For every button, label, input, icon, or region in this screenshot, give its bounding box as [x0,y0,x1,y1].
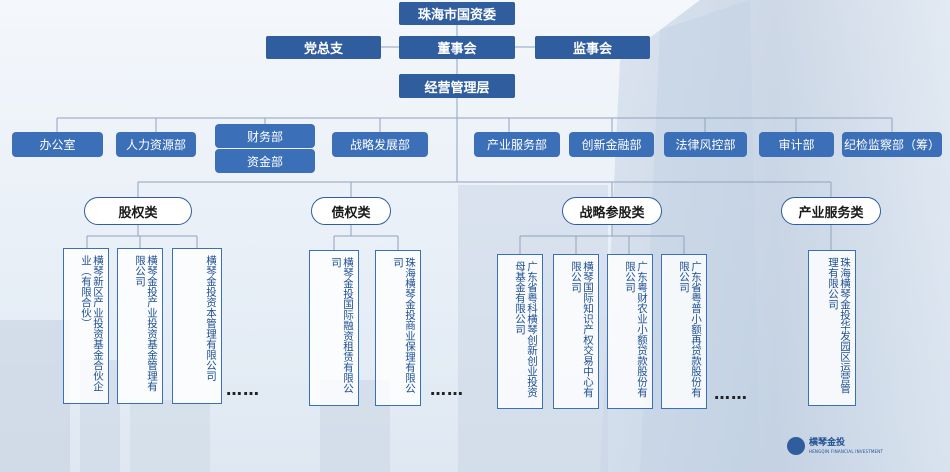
company-debt-1: 横琴金投国际融资租赁有限公司 [309,250,359,406]
sasac-box: 珠海市国资委 [399,2,515,25]
dept-audit: 审计部 [759,132,834,157]
category-industry-service: 产业服务类 [781,197,881,225]
dept-discipline: 纪检监察部（筹） [842,132,942,157]
company-strategic-4: 广东省粤普小额再贷款股份有限公司 [661,254,707,409]
company-industry-1: 珠海横琴金投华发园区运营管理有限公司 [808,250,856,406]
company-strategic-2: 横琴国际知识产权交易中心有限公司 [553,254,599,409]
company-strategic-3: 广东粤财农业小额贷款股份有限公司 [607,254,653,409]
party-branch-box: 党总支 [266,36,381,59]
logo-english: HENGQIN FINANCIAL INVESTMENT [809,448,884,454]
logo-emblem-icon [787,437,805,455]
dept-innovative-finance: 创新金融部 [569,132,654,157]
company-equity-1: 横琴新区产业投资基金合伙企业（有限合伙） [63,248,109,404]
category-debt: 债权类 [311,197,391,225]
dept-treasury: 资金部 [215,149,315,173]
category-strategic: 战略参股类 [562,197,662,225]
category-equity: 股权类 [84,197,192,225]
dept-finance: 财务部 [215,124,315,148]
dept-strategy: 战略发展部 [332,132,428,157]
logo-name: 横琴金投 [809,437,846,448]
company-logo: 横琴金投 HENGQIN FINANCIAL INVESTMENT [787,437,883,455]
dept-legal-risk: 法律风控部 [664,132,747,157]
supervisory-board-box: 监事会 [535,36,650,59]
company-equity-2: 横琴金投产业投资基金管理有限公司 [117,248,163,404]
company-debt-2: 珠海横琴金投商业保理有限公司 [375,250,421,406]
board-box: 董事会 [399,36,515,59]
company-strategic-1: 广东省粤科横琴创新创业投资母基金有限公司 [497,254,543,409]
dept-office: 办公室 [12,132,103,157]
company-equity-3: 横琴金投资本管理有限公司 [172,248,222,404]
dept-industry-service: 产业服务部 [474,132,560,157]
equity-ellipsis: …… [226,380,260,399]
dept-hr: 人力资源部 [116,132,196,157]
management-box: 经营管理层 [399,74,515,98]
debt-ellipsis: …… [430,380,464,399]
strategic-ellipsis: …… [714,384,748,403]
